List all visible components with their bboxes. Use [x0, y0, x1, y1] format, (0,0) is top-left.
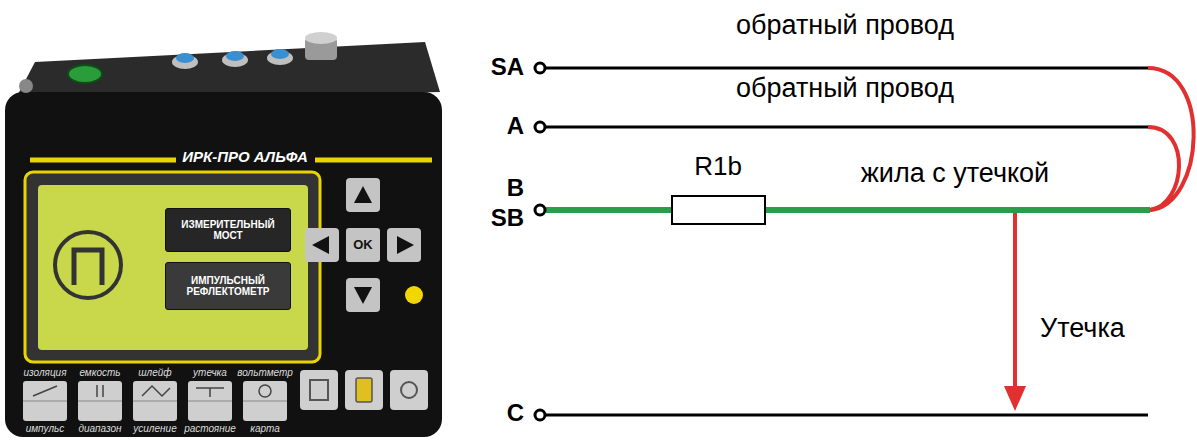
- menu-item: ИМПУЛЬСНЫЙ РЕФЛЕКТОМЕТР: [165, 262, 291, 310]
- ok-button: OK: [346, 228, 380, 262]
- key-divider: [188, 401, 232, 402]
- key-right: [387, 228, 421, 262]
- key-icon: [196, 388, 224, 397]
- terminal-name: C: [507, 399, 524, 427]
- terminal-name: SA: [491, 53, 524, 81]
- knob: [19, 79, 33, 93]
- key-label: растояние: [184, 423, 236, 435]
- device-top: [15, 42, 440, 100]
- key-divider: [133, 401, 177, 402]
- key-label: изоляция: [23, 367, 66, 379]
- key-label: вольтметр: [237, 367, 293, 379]
- resistor-symbol: [672, 196, 765, 224]
- logo-ring: [55, 232, 121, 298]
- terminal: [535, 410, 545, 420]
- wire-label: жила с утечкой: [861, 158, 1049, 189]
- arrow-up: [354, 186, 372, 203]
- wire: [545, 67, 1148, 70]
- key-divider: [243, 401, 287, 402]
- key: [23, 381, 67, 421]
- wire-label: обратный провод: [736, 73, 954, 104]
- key-label: диапазон: [79, 423, 122, 435]
- arrow-left: [312, 236, 329, 254]
- terminal: [535, 63, 545, 73]
- resistor-label: R1b: [694, 152, 742, 182]
- key-divider: [23, 401, 67, 402]
- key-label: усиление: [133, 423, 176, 435]
- key: [243, 381, 287, 421]
- power-button: [68, 65, 102, 83]
- node-text: OK: [353, 238, 373, 253]
- key: [133, 381, 177, 421]
- key: [390, 370, 428, 410]
- key-label: карта: [250, 423, 280, 435]
- leak-arrow: [1013, 213, 1017, 390]
- connector: [226, 51, 244, 61]
- key-label: шлейф: [138, 367, 171, 379]
- stripe: [315, 158, 432, 163]
- logo-glyph: [74, 250, 102, 285]
- wire: [545, 414, 1148, 417]
- wire-label: обратный провод: [736, 10, 954, 41]
- key-icon: [33, 386, 57, 396]
- key-icon: [96, 385, 98, 397]
- device-name: ИРК-ПРО АЛЬФА: [182, 148, 308, 165]
- connector: [271, 49, 289, 59]
- key: [188, 381, 232, 421]
- jumper: [1148, 127, 1179, 210]
- connector: [176, 53, 194, 63]
- menu-item: ИЗМЕРИТЕЛЬНЫЙ МОСТ: [165, 208, 291, 252]
- terminal: [535, 122, 545, 132]
- connector-big-top: [305, 32, 337, 44]
- key-label: емкость: [79, 367, 120, 379]
- key: [300, 370, 338, 410]
- key-divider: [78, 401, 122, 402]
- key-icon: [102, 385, 104, 397]
- terminal-name: A: [507, 112, 524, 140]
- key-down: [346, 278, 380, 312]
- arrow-right: [397, 236, 414, 254]
- key-label: утечка: [193, 367, 227, 379]
- key-label: импульс: [26, 423, 65, 435]
- key: [345, 370, 383, 410]
- screen-frame: [25, 172, 320, 362]
- key: [78, 381, 122, 421]
- key-icon: [259, 385, 271, 397]
- key-icon: [401, 382, 417, 398]
- wire: [545, 126, 1148, 129]
- key-icon: [142, 386, 170, 396]
- lcd: [38, 185, 308, 350]
- node-text: ИМПУЛЬСНЫЙ РЕФЛЕКТОМЕТР: [171, 275, 285, 298]
- key-icon: [356, 378, 372, 402]
- faulty-wire: [545, 207, 672, 213]
- key-left: [305, 228, 339, 262]
- jumper: [1148, 68, 1194, 210]
- terminal: [535, 205, 545, 215]
- terminal-name: B: [507, 174, 524, 202]
- leak-label: Утечка: [1040, 313, 1125, 344]
- indicator: [405, 286, 423, 304]
- arrow-down: [354, 287, 372, 304]
- key-icon: [310, 380, 328, 400]
- leak-arrowhead: [1004, 386, 1026, 411]
- device-body: [5, 92, 442, 437]
- terminal-name: SB: [491, 204, 524, 232]
- faulty-wire: [765, 207, 1150, 213]
- node-text: ИЗМЕРИТЕЛЬНЫЙ МОСТ: [171, 219, 285, 242]
- key-up: [346, 178, 380, 212]
- stripe: [30, 158, 176, 163]
- mode-keys: [23, 381, 287, 421]
